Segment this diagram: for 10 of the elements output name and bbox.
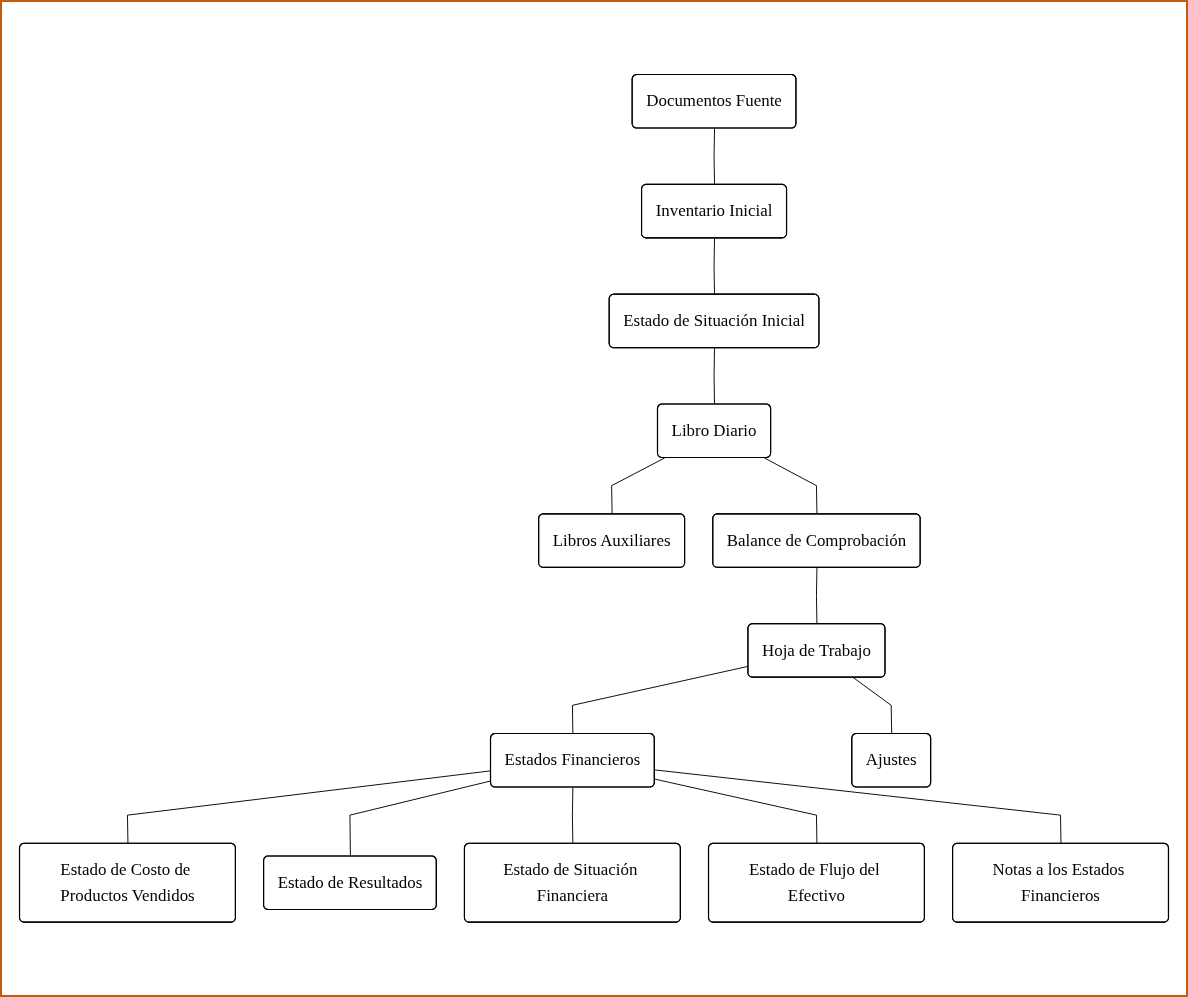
connector [611, 457, 666, 515]
connector [852, 677, 893, 735]
connector [654, 769, 1062, 845]
connector [654, 778, 818, 845]
connector [713, 128, 715, 186]
connector [713, 238, 715, 296]
connector [763, 457, 818, 515]
connector [816, 567, 818, 625]
connector [571, 787, 574, 845]
connector [713, 347, 715, 406]
